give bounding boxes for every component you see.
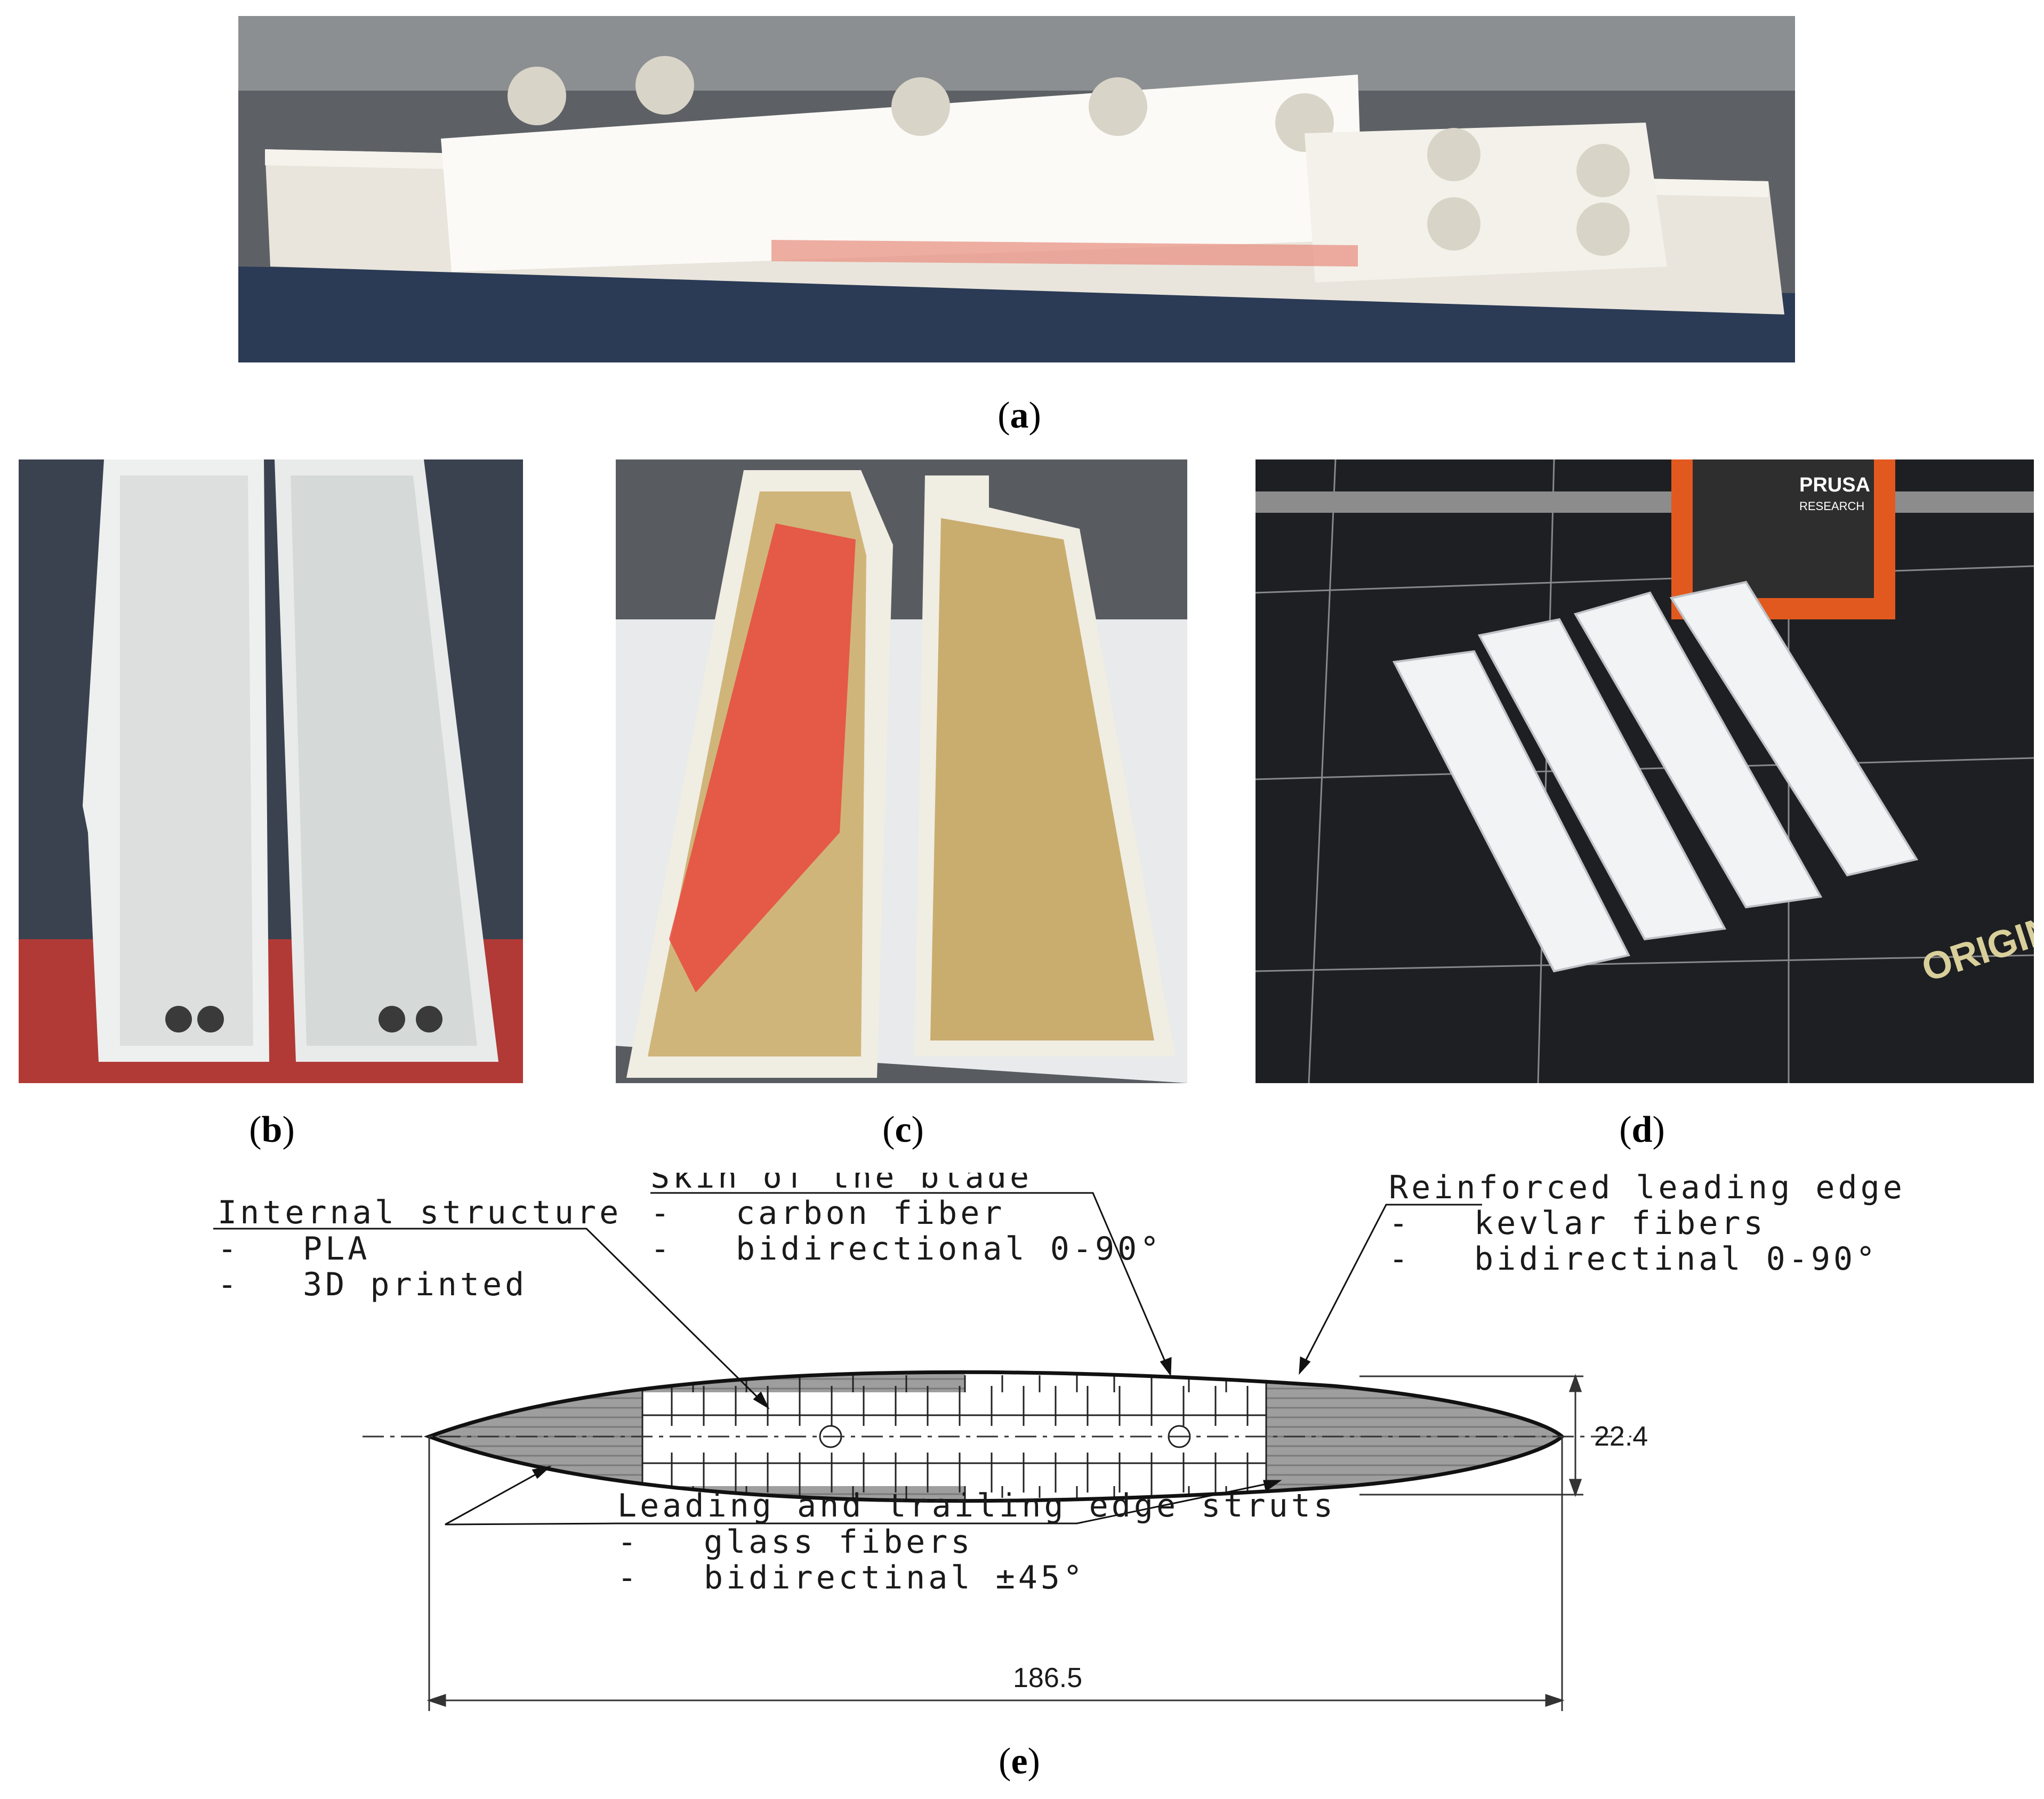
photo-panel-c [616,459,1187,1083]
label-leading-edge: Reinforced leading edge - kevlar fibers -… [1389,1169,1905,1278]
caption-d: (d) [1619,1109,1665,1150]
chord-dimension [426,1437,1565,1711]
photo-panel-b [19,459,523,1083]
printer-text-prusa: PRUSA [1799,474,1870,496]
leader-struts-left [445,1467,616,1526]
photo-panel-d: ORIGIN PRUSA RESEARCH [1256,459,2034,1083]
chord-value: 186.5 [1013,1663,1082,1693]
thickness-value: 22.4 [1594,1421,1648,1452]
svg-text:PLA: PLA [303,1230,370,1268]
caption-e: (e) [999,1741,1040,1782]
svg-text:Internal structure: Internal structure [218,1194,622,1231]
svg-text:kevlar fibers: kevlar fibers [1474,1205,1766,1242]
svg-text:Leading and trailing edge stru: Leading and trailing edge struts [617,1487,1336,1524]
leader-skin [650,1192,1169,1368]
svg-text:glass fibers: glass fibers [704,1523,973,1561]
label-internal-structure: Internal structure - PLA - 3D printed [218,1194,622,1303]
label-skin: Skin of the blade - carbon fiber - bidirec… [650,1158,1162,1268]
svg-text:-: - [650,1195,673,1232]
svg-text:bidirectional 0-90°: bidirectional 0-90° [736,1230,1162,1268]
leader-leading-edge [1300,1204,1482,1370]
svg-text:bidirectinal 0-90°: bidirectinal 0-90° [1474,1240,1878,1278]
photo-panel-a [238,16,1795,362]
leader-struts-right [616,1481,1277,1524]
caption-b: (b) [249,1109,295,1150]
label-struts: Leading and trailing edge struts - glass … [617,1487,1336,1596]
svg-text:-: - [650,1230,673,1268]
svg-text:bidirectinal ±45°: bidirectinal ±45° [704,1559,1085,1596]
leader-internal-structure [213,1228,769,1408]
blade-cross-section-diagram: 22.4 186.5 Internal structure - PLA [160,1158,1919,1732]
svg-text:Reinforced leading edge: Reinforced leading edge [1389,1173,1905,1206]
svg-text:carbon fiber: carbon fiber [736,1195,1005,1232]
svg-text:-: - [218,1266,240,1303]
svg-text:-: - [617,1523,640,1561]
svg-text:Skin of the blade: Skin of the blade [650,1173,1032,1196]
caption-a: (a) [997,395,1041,436]
caption-c: (c) [882,1109,924,1150]
svg-text:-: - [218,1230,240,1268]
svg-text:3D printed: 3D printed [303,1266,527,1303]
thickness-dimension [1359,1374,1583,1497]
svg-text:-: - [1389,1205,1411,1242]
svg-text:-: - [1389,1240,1411,1278]
svg-text:-: - [617,1559,640,1596]
printer-text-research: RESEARCH [1799,499,1864,513]
